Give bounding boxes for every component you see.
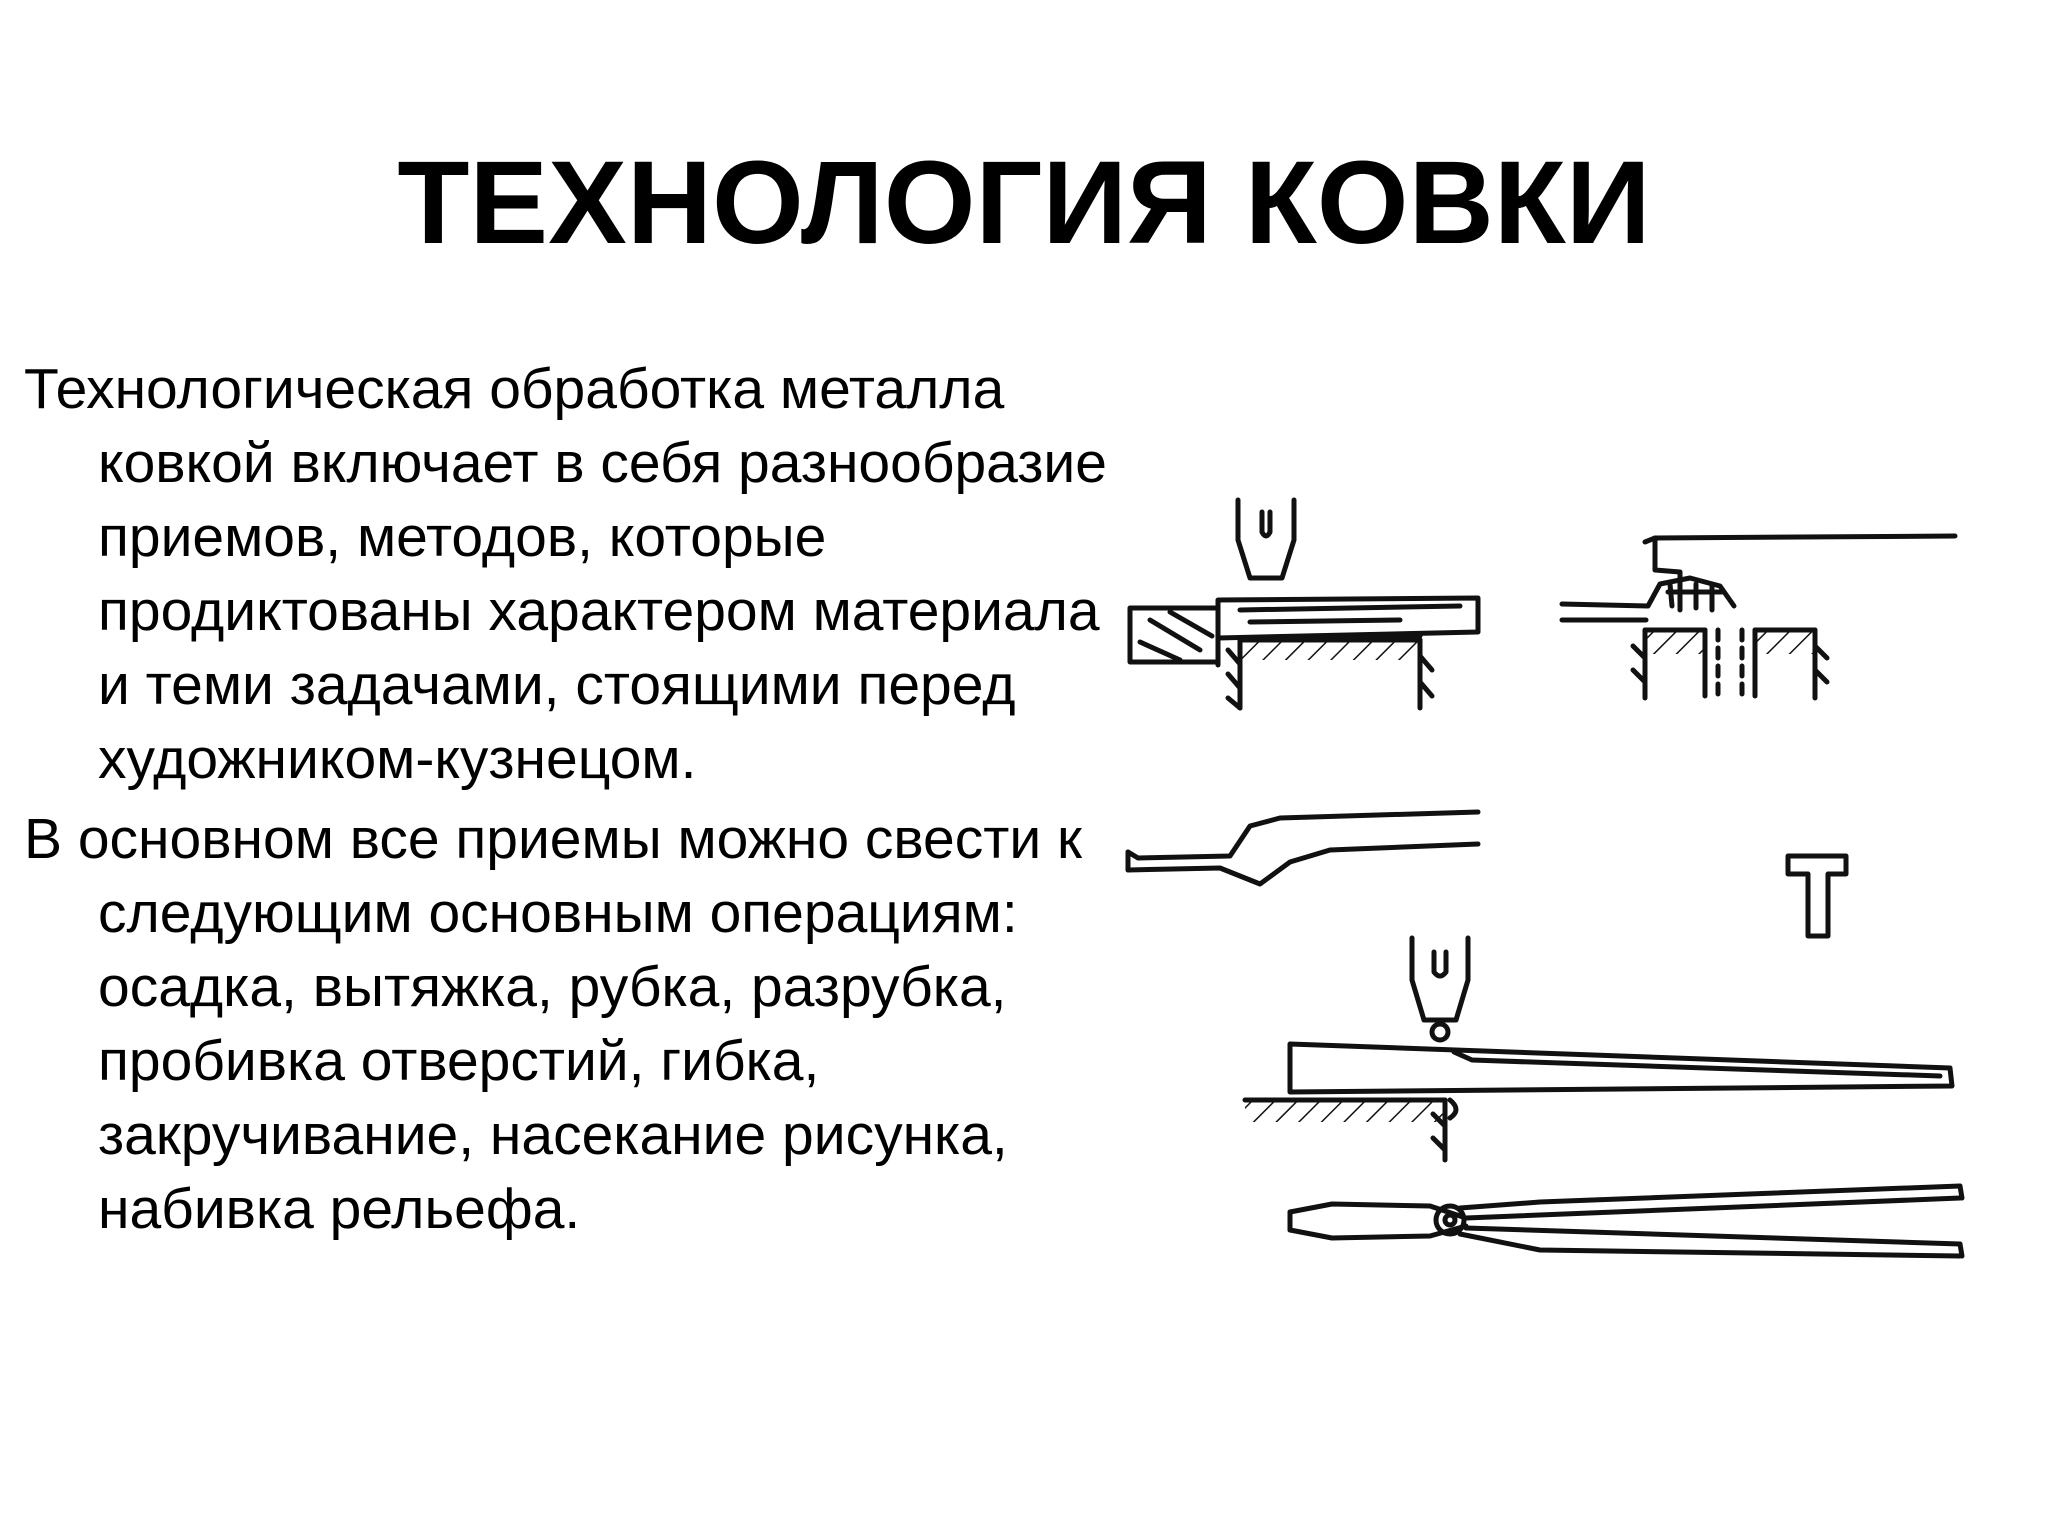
rivet-sketch [1785, 853, 1849, 939]
paragraph-forging-operations: В основном все приемы можно свести к сле… [24, 807, 1082, 1241]
forging-operations-drawing-icon [1125, 497, 1965, 1259]
tongs-sketch [1287, 1183, 1965, 1259]
paragraph-forging-intro: Технологическая обработка металла ковкой… [24, 357, 1107, 791]
cutting-on-anvil-sketch [1127, 497, 1481, 711]
punching-over-hole-sketch [1559, 533, 1958, 701]
drawing-out-bar-sketch [1242, 935, 1955, 1163]
slide-title: ТЕХНОЛОГИЯ КОВКИ [397, 137, 1651, 269]
drawn-bar-sketch [1125, 809, 1481, 887]
forging-operations-illustration [1100, 460, 2020, 1300]
slide-body: Технологическая обработка металла ковкой… [24, 352, 1114, 1252]
